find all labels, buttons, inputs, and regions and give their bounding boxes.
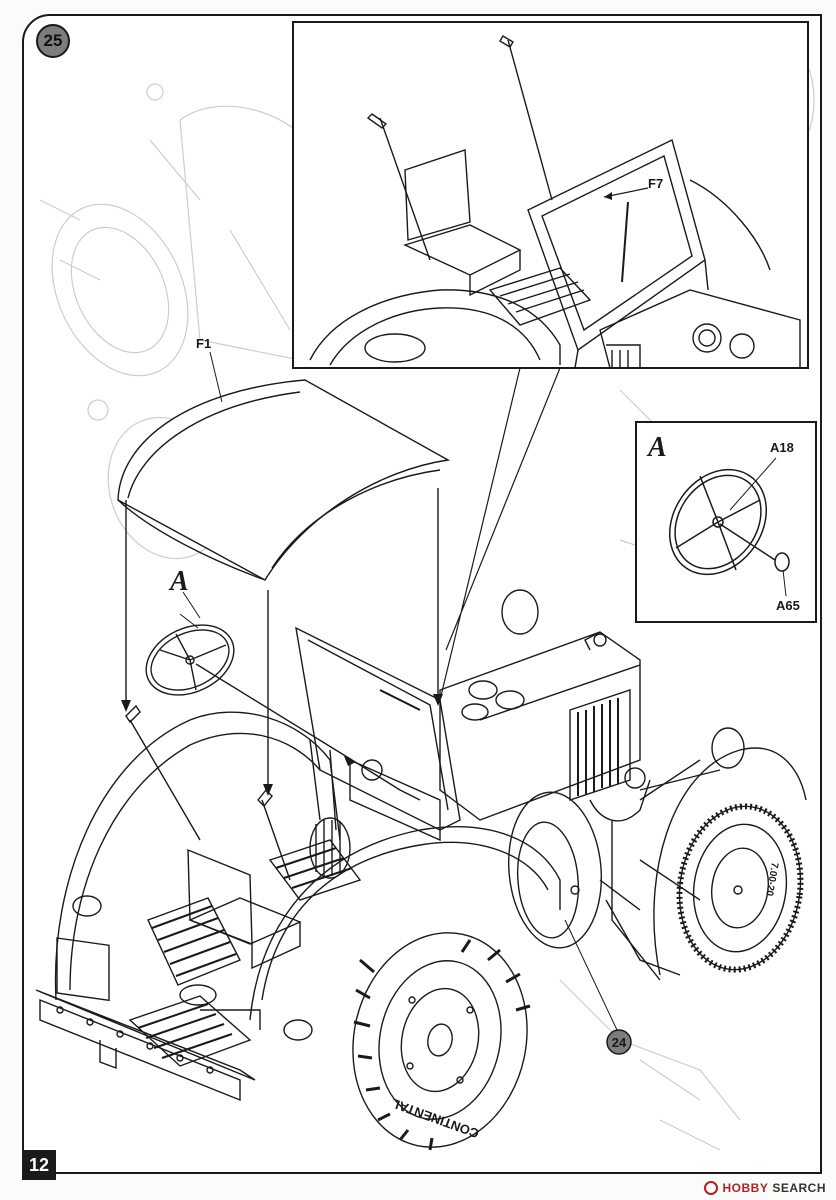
detail-box-a: A A18 A65 (635, 421, 817, 623)
f7-label: F7 (648, 176, 663, 191)
a65-leader-line (782, 569, 787, 597)
inset-detail-box: F7 (292, 21, 809, 369)
f7-arrowhead (604, 192, 612, 200)
f1-leader-line (209, 351, 223, 403)
ref-24-label: 24 (612, 1035, 627, 1050)
detail-a-title: A (646, 432, 667, 463)
f1-label: F1 (196, 336, 211, 351)
a18-leader-line (729, 457, 777, 511)
a65-label: A65 (776, 598, 800, 613)
main-a-label: A (168, 566, 189, 597)
main-assembly (35, 367, 807, 1151)
ref-24-badge (606, 1029, 632, 1055)
main-a-leader-line (182, 591, 201, 619)
assembly-arrowheads (121, 694, 443, 796)
page-number: 12 (22, 1150, 56, 1180)
hobby-search-logo-icon (704, 1181, 719, 1195)
watermark-search: SEARCH (772, 1181, 826, 1195)
step-number-badge: 25 (36, 24, 70, 58)
ref-24-leader-line (564, 919, 618, 1031)
a18-label: A18 (770, 440, 794, 455)
watermark-brand: HOBBY (722, 1181, 769, 1195)
watermark: HOBBY SEARCH (704, 1180, 826, 1196)
